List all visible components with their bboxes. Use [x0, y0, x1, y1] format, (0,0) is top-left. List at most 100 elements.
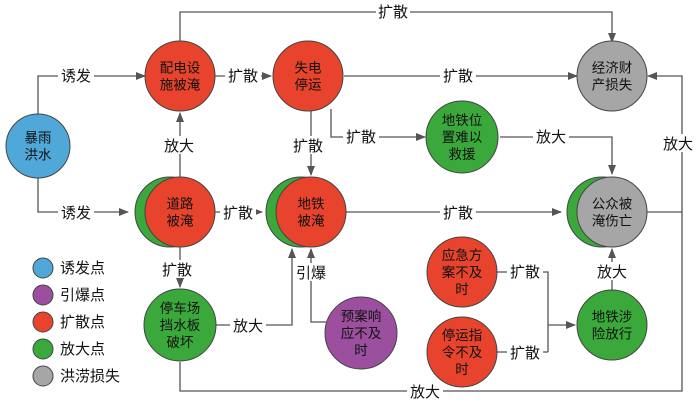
node-label-line: 公众被 [592, 197, 633, 213]
node-circle [425, 100, 499, 174]
node-label-line: 停运 [295, 77, 322, 94]
node-label-line: 险放行 [592, 327, 633, 343]
legend-swatch [32, 365, 54, 387]
node-label-line: 置难以 [442, 130, 483, 146]
label-induce-lower: 诱发 [61, 204, 91, 222]
legend-swatch [32, 284, 54, 306]
node-label-line: 停运指 [442, 327, 483, 344]
legend-item-loss: 洪涝损失 [32, 365, 120, 387]
label-induce-upper: 诱发 [61, 67, 91, 85]
node-label-line: 地铁涉 [592, 310, 633, 326]
node-label-line: 破坏 [167, 335, 194, 351]
label-right-amplify: 放大 [663, 135, 693, 153]
edge-plan-metro [307, 248, 326, 323]
node-label-line: 案不及 [442, 264, 483, 281]
label-dist-outage: 扩散 [228, 67, 258, 85]
label-run-public: 放大 [597, 263, 627, 281]
node-circle [576, 176, 648, 248]
node-label-line: 应急方 [442, 247, 483, 264]
node-label-line: 被淹 [167, 214, 194, 230]
legend-item-amplify: 放大点 [32, 338, 105, 360]
node-circle [576, 289, 648, 361]
node-label-line: 时 [455, 362, 469, 378]
edge-parking-metro [214, 248, 296, 326]
legend-item-detonation: 引爆点 [32, 284, 105, 306]
node-circle [272, 40, 344, 112]
node-circle [576, 40, 648, 112]
legend-label: 扩散点 [60, 313, 105, 331]
edge-rainstorm-distribution [37, 72, 146, 114]
legend-item-diffusion: 扩散点 [32, 311, 105, 333]
node-label-line: 配电设 [160, 61, 201, 77]
label-road-parking: 扩散 [162, 261, 192, 279]
node-label-line: 经济财 [592, 61, 633, 77]
node-label-line: 救援 [449, 147, 476, 163]
node-label-line: 令不及 [442, 345, 483, 361]
label-outage-location: 扩散 [346, 128, 376, 146]
node-circle [144, 176, 216, 248]
legend-label: 放大点 [60, 340, 105, 358]
legend-item-trigger: 诱发点 [32, 257, 105, 279]
node-circle [144, 40, 216, 112]
label-outage-loss: 扩散 [443, 67, 473, 85]
node-circle [324, 296, 398, 370]
label-location-public: 放大 [536, 128, 566, 146]
node-label-line: 被淹 [298, 214, 325, 230]
node-label-line: 应不及 [341, 325, 382, 342]
node-circle [275, 176, 347, 248]
node-label-line: 地铁位 [442, 113, 483, 129]
node-circle [426, 236, 498, 308]
label-parking-metro: 放大 [233, 317, 263, 335]
legend-swatch [32, 338, 54, 360]
node-label-line: 暴雨 [25, 131, 52, 147]
node-label-line: 挡水板 [160, 318, 201, 334]
node-label-line: 产损失 [592, 78, 633, 94]
edge-outage-location [330, 109, 426, 141]
edge-rainstorm-road [37, 178, 129, 216]
label-outage-metro: 扩散 [293, 137, 323, 155]
node-label-line: 预案响 [341, 308, 382, 325]
label-road-metro: 扩散 [223, 204, 253, 222]
label-detonate: 引爆 [296, 264, 326, 282]
node-label-line: 停车场 [160, 300, 201, 317]
label-top-spread: 扩散 [378, 3, 408, 21]
node-label-line: 施被淹 [160, 78, 201, 94]
label-bottom-amplify: 放大 [410, 383, 440, 401]
label-metro-public: 扩散 [443, 204, 473, 222]
node-label-line: 淹伤亡 [592, 214, 633, 230]
node-label-line: 失电 [295, 61, 322, 77]
edge-labels: 扩散 诱发 诱发 扩散 扩散 扩散 扩散 放大 放大 扩散 扩散 放大 扩散 引… [58, 2, 696, 401]
node-circle [143, 288, 217, 362]
legend-label: 洪涝损失 [60, 367, 120, 385]
legend-swatch [32, 257, 54, 279]
node-label-line: 时 [354, 343, 368, 359]
node-label-line: 地铁 [298, 197, 325, 213]
node-label-line: 时 [455, 282, 469, 298]
label-emergency-spread: 扩散 [510, 263, 540, 281]
legend-label: 诱发点 [60, 259, 105, 277]
node-label-line: 道路 [167, 197, 194, 213]
node-label-line: 洪水 [25, 148, 52, 164]
label-road-distribution: 放大 [164, 137, 194, 155]
node-circle [5, 113, 71, 179]
node-circle [426, 316, 498, 388]
legend-label: 引爆点 [60, 286, 105, 304]
legend-swatch [32, 311, 54, 333]
label-stop-spread: 扩散 [510, 344, 540, 362]
